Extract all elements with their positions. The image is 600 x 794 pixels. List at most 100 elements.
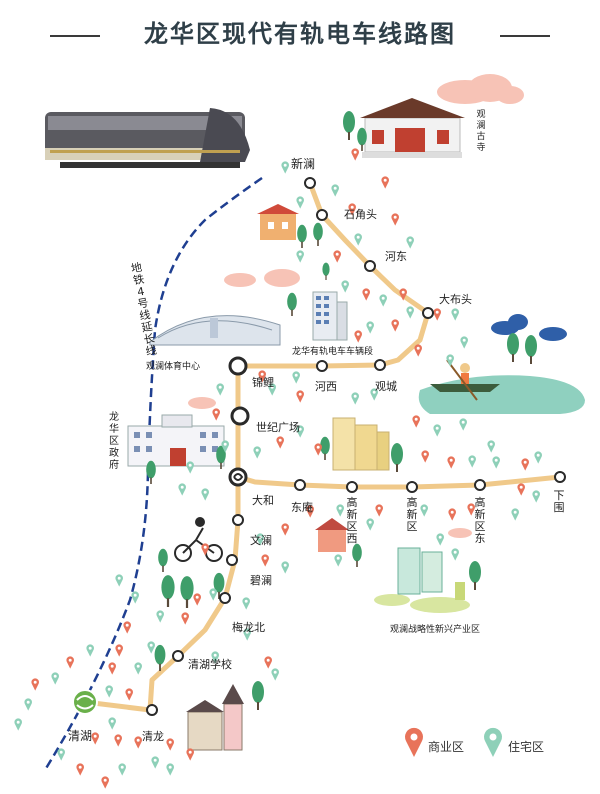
guanlan-temple-illustration — [360, 98, 465, 158]
legend-residential-label: 住宅区 — [508, 740, 545, 754]
district-government-illustration — [127, 414, 225, 467]
station-marker — [316, 209, 328, 221]
residential-pin-icon — [460, 336, 468, 349]
station-label-qinglong: 清龙 — [142, 730, 164, 743]
commercial-pin-icon — [467, 503, 475, 516]
station-label-dabutou: 大布头 — [439, 293, 472, 306]
commercial-pin-icon — [421, 450, 429, 463]
metro-line-4-extension — [43, 176, 263, 771]
house-illustration — [315, 518, 349, 552]
station-label-gaoxinqudong: 高新区东 — [474, 496, 486, 545]
cloud-shape — [437, 74, 524, 104]
residential-pin-icon — [406, 306, 414, 319]
residential-pin-icon — [156, 610, 164, 623]
residential-pin-icon — [296, 196, 304, 209]
title-rule-right — [500, 35, 550, 37]
commercial-pin-icon — [351, 148, 359, 161]
residential-pin-icon — [379, 294, 387, 307]
yellow-buildings-illustration — [332, 417, 390, 471]
lake-shape — [418, 375, 585, 414]
commercial-pin-icon — [134, 736, 142, 749]
qinghu-station-badge — [72, 689, 98, 715]
stadium-illustration — [149, 315, 281, 346]
commercial-pin-icon — [76, 763, 84, 776]
station-label-shijiaotou: 石角头 — [344, 208, 377, 221]
residential-pin-icon — [118, 763, 126, 776]
tree-icon — [216, 445, 226, 469]
legend-commercial-label: 商业区 — [428, 740, 465, 754]
residential-pin-icon — [253, 446, 261, 459]
tree-icon — [287, 292, 297, 316]
station-label-dongan: 东庵 — [291, 501, 313, 514]
residential-pin-icon — [468, 455, 476, 468]
commercial-pin-icon — [181, 612, 189, 625]
commercial-pin-icon — [391, 319, 399, 332]
church-illustration — [186, 684, 244, 751]
residential-pin-icon — [115, 574, 123, 587]
station-label-bilan: 碧澜 — [250, 574, 272, 587]
residential-pin-icon — [331, 184, 339, 197]
commercial-pin-icon — [391, 213, 399, 226]
station-marker — [374, 359, 386, 371]
commercial-pin-icon — [258, 370, 266, 383]
commercial-pin-icon — [201, 543, 209, 556]
station-marker — [228, 356, 248, 376]
residential-pin-icon — [336, 504, 344, 517]
residential-pin-icon — [281, 561, 289, 574]
station-marker — [219, 592, 231, 604]
cloud-shape — [188, 397, 472, 538]
commercial-pin-icon — [101, 776, 109, 789]
station-group — [146, 177, 566, 716]
station-label-qinghu: 清湖 — [68, 729, 93, 743]
station-label-meilongbei: 梅龙北 — [232, 621, 265, 634]
station-marker — [146, 704, 158, 716]
residential-pin-icon — [366, 321, 374, 334]
tree-icon — [320, 436, 330, 460]
station-marker — [226, 554, 238, 566]
station-marker — [230, 406, 250, 426]
commercial-pin-icon — [186, 748, 194, 761]
title-rule-left — [50, 35, 100, 37]
cloud-shape — [491, 314, 567, 341]
residential-pin-icon — [105, 685, 113, 698]
tree-icon — [507, 333, 519, 362]
commercial-pin-icon — [354, 330, 362, 343]
residential-pin-icon — [354, 233, 362, 246]
residential-pin-icon — [242, 597, 250, 610]
residential-pin-icon — [436, 533, 444, 546]
residential-pin-icon — [209, 588, 217, 601]
commercial-pin-icon — [375, 504, 383, 517]
commercial-pin-icon — [447, 456, 455, 469]
residential-pin-icon — [534, 451, 542, 464]
tree-group — [146, 111, 537, 710]
residential-pin-icon — [178, 483, 186, 496]
commercial-pin-icon — [414, 344, 422, 357]
commercial-pin-icon — [412, 415, 420, 428]
residential-pin-icon — [86, 644, 94, 657]
residential-pin-icon — [186, 461, 194, 474]
station-marker — [304, 177, 316, 189]
residential-pin-icon — [211, 651, 219, 664]
residential-pin-icon — [166, 763, 174, 776]
boat-icon — [430, 359, 500, 401]
residential-pin-icon — [216, 383, 224, 396]
residential-pin-icon — [406, 236, 414, 249]
residential-pin-icon — [201, 488, 209, 501]
station-marker — [294, 479, 306, 491]
tree-icon — [469, 561, 481, 590]
tree-icon — [252, 681, 264, 710]
tree-icon — [352, 543, 362, 567]
residential-pin-icon — [484, 727, 502, 757]
commercial-pin-icon — [66, 656, 74, 669]
residential-pin-icon — [511, 508, 519, 521]
commercial-pin-icon — [108, 662, 116, 675]
station-label-xinlan: 新澜 — [291, 157, 316, 171]
station-marker — [316, 360, 328, 372]
station-marker — [228, 467, 248, 487]
residential-pin-icon — [433, 424, 441, 437]
residential-pin-icon — [24, 698, 32, 711]
residential-pin-icon — [451, 548, 459, 561]
station-label-gaoxinquxi: 高新区西 — [346, 496, 358, 545]
commercial-pin-icon — [276, 436, 284, 449]
station-marker — [474, 479, 486, 491]
